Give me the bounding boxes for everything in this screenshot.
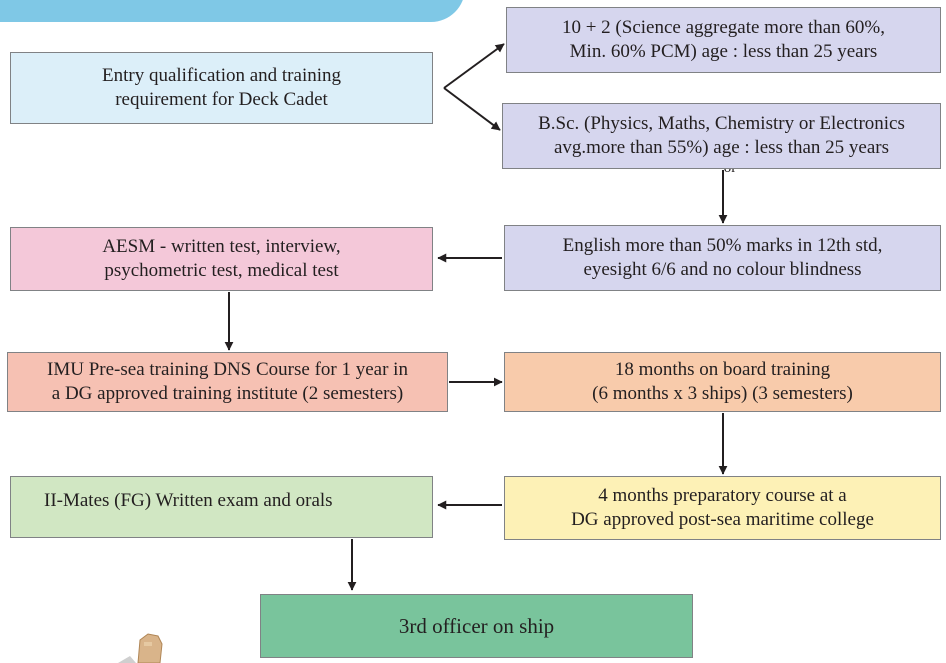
second-mates-box: II-Mates (FG) Written exam and orals (10, 476, 433, 538)
mates-line-1: II-Mates (FG) Written exam and orals (44, 490, 333, 511)
arrow-entry-to-bsc (443, 87, 501, 131)
ship-illustration-icon (118, 633, 163, 663)
ten-plus-two-box: 10 + 2 (Science aggregate more than 60%,… (506, 7, 941, 73)
onboard-line-1: 18 months on board training (614, 359, 831, 380)
officer-line-1: 3rd officer on ship (398, 614, 555, 638)
prep-line-1: 4 months preparatory course at a (598, 485, 847, 506)
third-officer-box: 3rd officer on ship (260, 594, 693, 658)
arrow-entry-to-tenplus2 (443, 43, 505, 89)
entry-line-2: requirement for Deck Cadet (115, 89, 328, 110)
aesm-line-2: psychometric test, medical test (104, 260, 339, 281)
aesm-line-1: AESM - written test, interview, (102, 236, 341, 257)
bsc-line-2: avg.more than 55%) age : less than 25 ye… (553, 137, 890, 158)
prep-line-2: DG approved post-sea maritime college (571, 509, 874, 530)
imu-line-1: IMU Pre-sea training DNS Course for 1 ye… (47, 359, 408, 380)
aesm-box: AESM - written test, interview, psychome… (10, 227, 433, 291)
preparatory-course-box: 4 months preparatory course at a DG appr… (504, 476, 941, 540)
entry-qualification-box: Entry qualification and training require… (10, 52, 433, 124)
english-eyesight-box: English more than 50% marks in 12th std,… (504, 225, 941, 291)
imu-line-2: a DG approved training institute (2 seme… (51, 383, 404, 404)
onboard-line-2: (6 months x 3 ships) (3 semesters) (592, 383, 853, 404)
bsc-box: B.Sc. (Physics, Maths, Chemistry or Elec… (502, 103, 941, 169)
entry-line-1: Entry qualification and training (101, 65, 341, 86)
bsc-line-1: B.Sc. (Physics, Maths, Chemistry or Elec… (538, 113, 905, 134)
english-line-2: eyesight 6/6 and no colour blindness (583, 259, 862, 280)
imu-presea-box: IMU Pre-sea training DNS Course for 1 ye… (7, 352, 448, 412)
english-line-1: English more than 50% marks in 12th std, (562, 235, 883, 256)
ten-plus-two-line-2: Min. 60% PCM) age : less than 25 years (569, 41, 878, 62)
onboard-training-box: 18 months on board training (6 months x … (504, 352, 941, 412)
ten-plus-two-line-1: 10 + 2 (Science aggregate more than 60%, (561, 17, 886, 38)
header-tab (0, 0, 465, 22)
